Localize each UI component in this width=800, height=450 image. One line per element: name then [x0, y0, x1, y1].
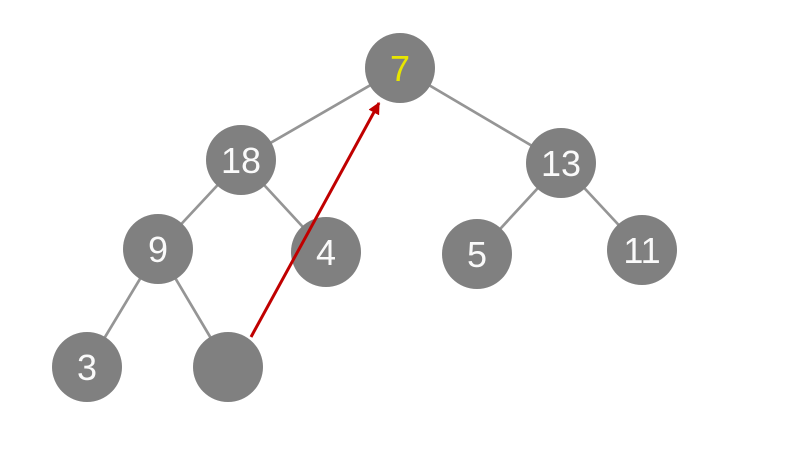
tree-node-18 [206, 125, 276, 195]
tree-node-7 [365, 33, 435, 103]
tree-node-3 [52, 332, 122, 402]
tree-node-4 [291, 217, 361, 287]
tree-node-empty [193, 332, 263, 402]
red-arrow [249, 101, 381, 338]
tree-node-5 [442, 219, 512, 289]
tree-node-9 [123, 214, 193, 284]
tree-node-13 [526, 128, 596, 198]
tree-node-11 [607, 215, 677, 285]
